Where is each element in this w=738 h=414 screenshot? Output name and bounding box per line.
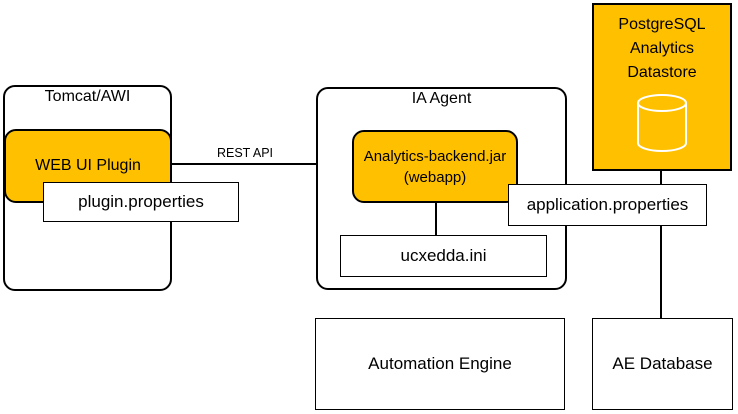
- tomcat-awi-title: Tomcat/AWI: [44, 88, 131, 105]
- rest-api-connector-line: [172, 163, 317, 165]
- plugin-properties-box: plugin.properties: [43, 182, 239, 222]
- postgresql-datastore-label: PostgreSQL Analytics Datastore: [594, 5, 730, 85]
- application-properties-label: application.properties: [526, 195, 689, 214]
- plugin-properties-label: plugin.properties: [78, 192, 204, 211]
- automation-engine-box: Automation Engine: [315, 318, 565, 410]
- ia-agent-title: IA Agent: [411, 90, 472, 107]
- analytics-backend-label: Analytics-backend.jar (webapp): [364, 146, 507, 188]
- ae-database-box: AE Database: [592, 318, 733, 410]
- backend-to-ucxedda-connector-line: [435, 202, 437, 236]
- ae-database-label: AE Database: [612, 354, 713, 373]
- ucxedda-ini-box: ucxedda.ini: [340, 235, 547, 277]
- postgresql-datastore-label-line2: Analytics: [629, 40, 695, 57]
- analytics-backend-node: Analytics-backend.jar (webapp): [352, 130, 518, 203]
- postgresql-datastore-label-line1: PostgreSQL: [618, 16, 706, 33]
- postgresql-datastore-label-line3: Datastore: [627, 64, 697, 81]
- datastore-to-aedb-connector-line: [660, 171, 662, 318]
- analytics-backend-label-line2: (webapp): [403, 168, 467, 186]
- automation-engine-label: Automation Engine: [368, 354, 512, 373]
- database-cylinder-icon: [637, 94, 687, 152]
- postgresql-datastore-node: PostgreSQL Analytics Datastore: [592, 3, 732, 171]
- rest-api-label: REST API: [216, 146, 274, 160]
- application-properties-box: application.properties: [508, 184, 707, 226]
- web-ui-plugin-label: WEB UI Plugin: [35, 157, 141, 174]
- ucxedda-ini-label: ucxedda.ini: [400, 246, 487, 265]
- analytics-backend-label-line1: Analytics-backend.jar: [363, 147, 507, 165]
